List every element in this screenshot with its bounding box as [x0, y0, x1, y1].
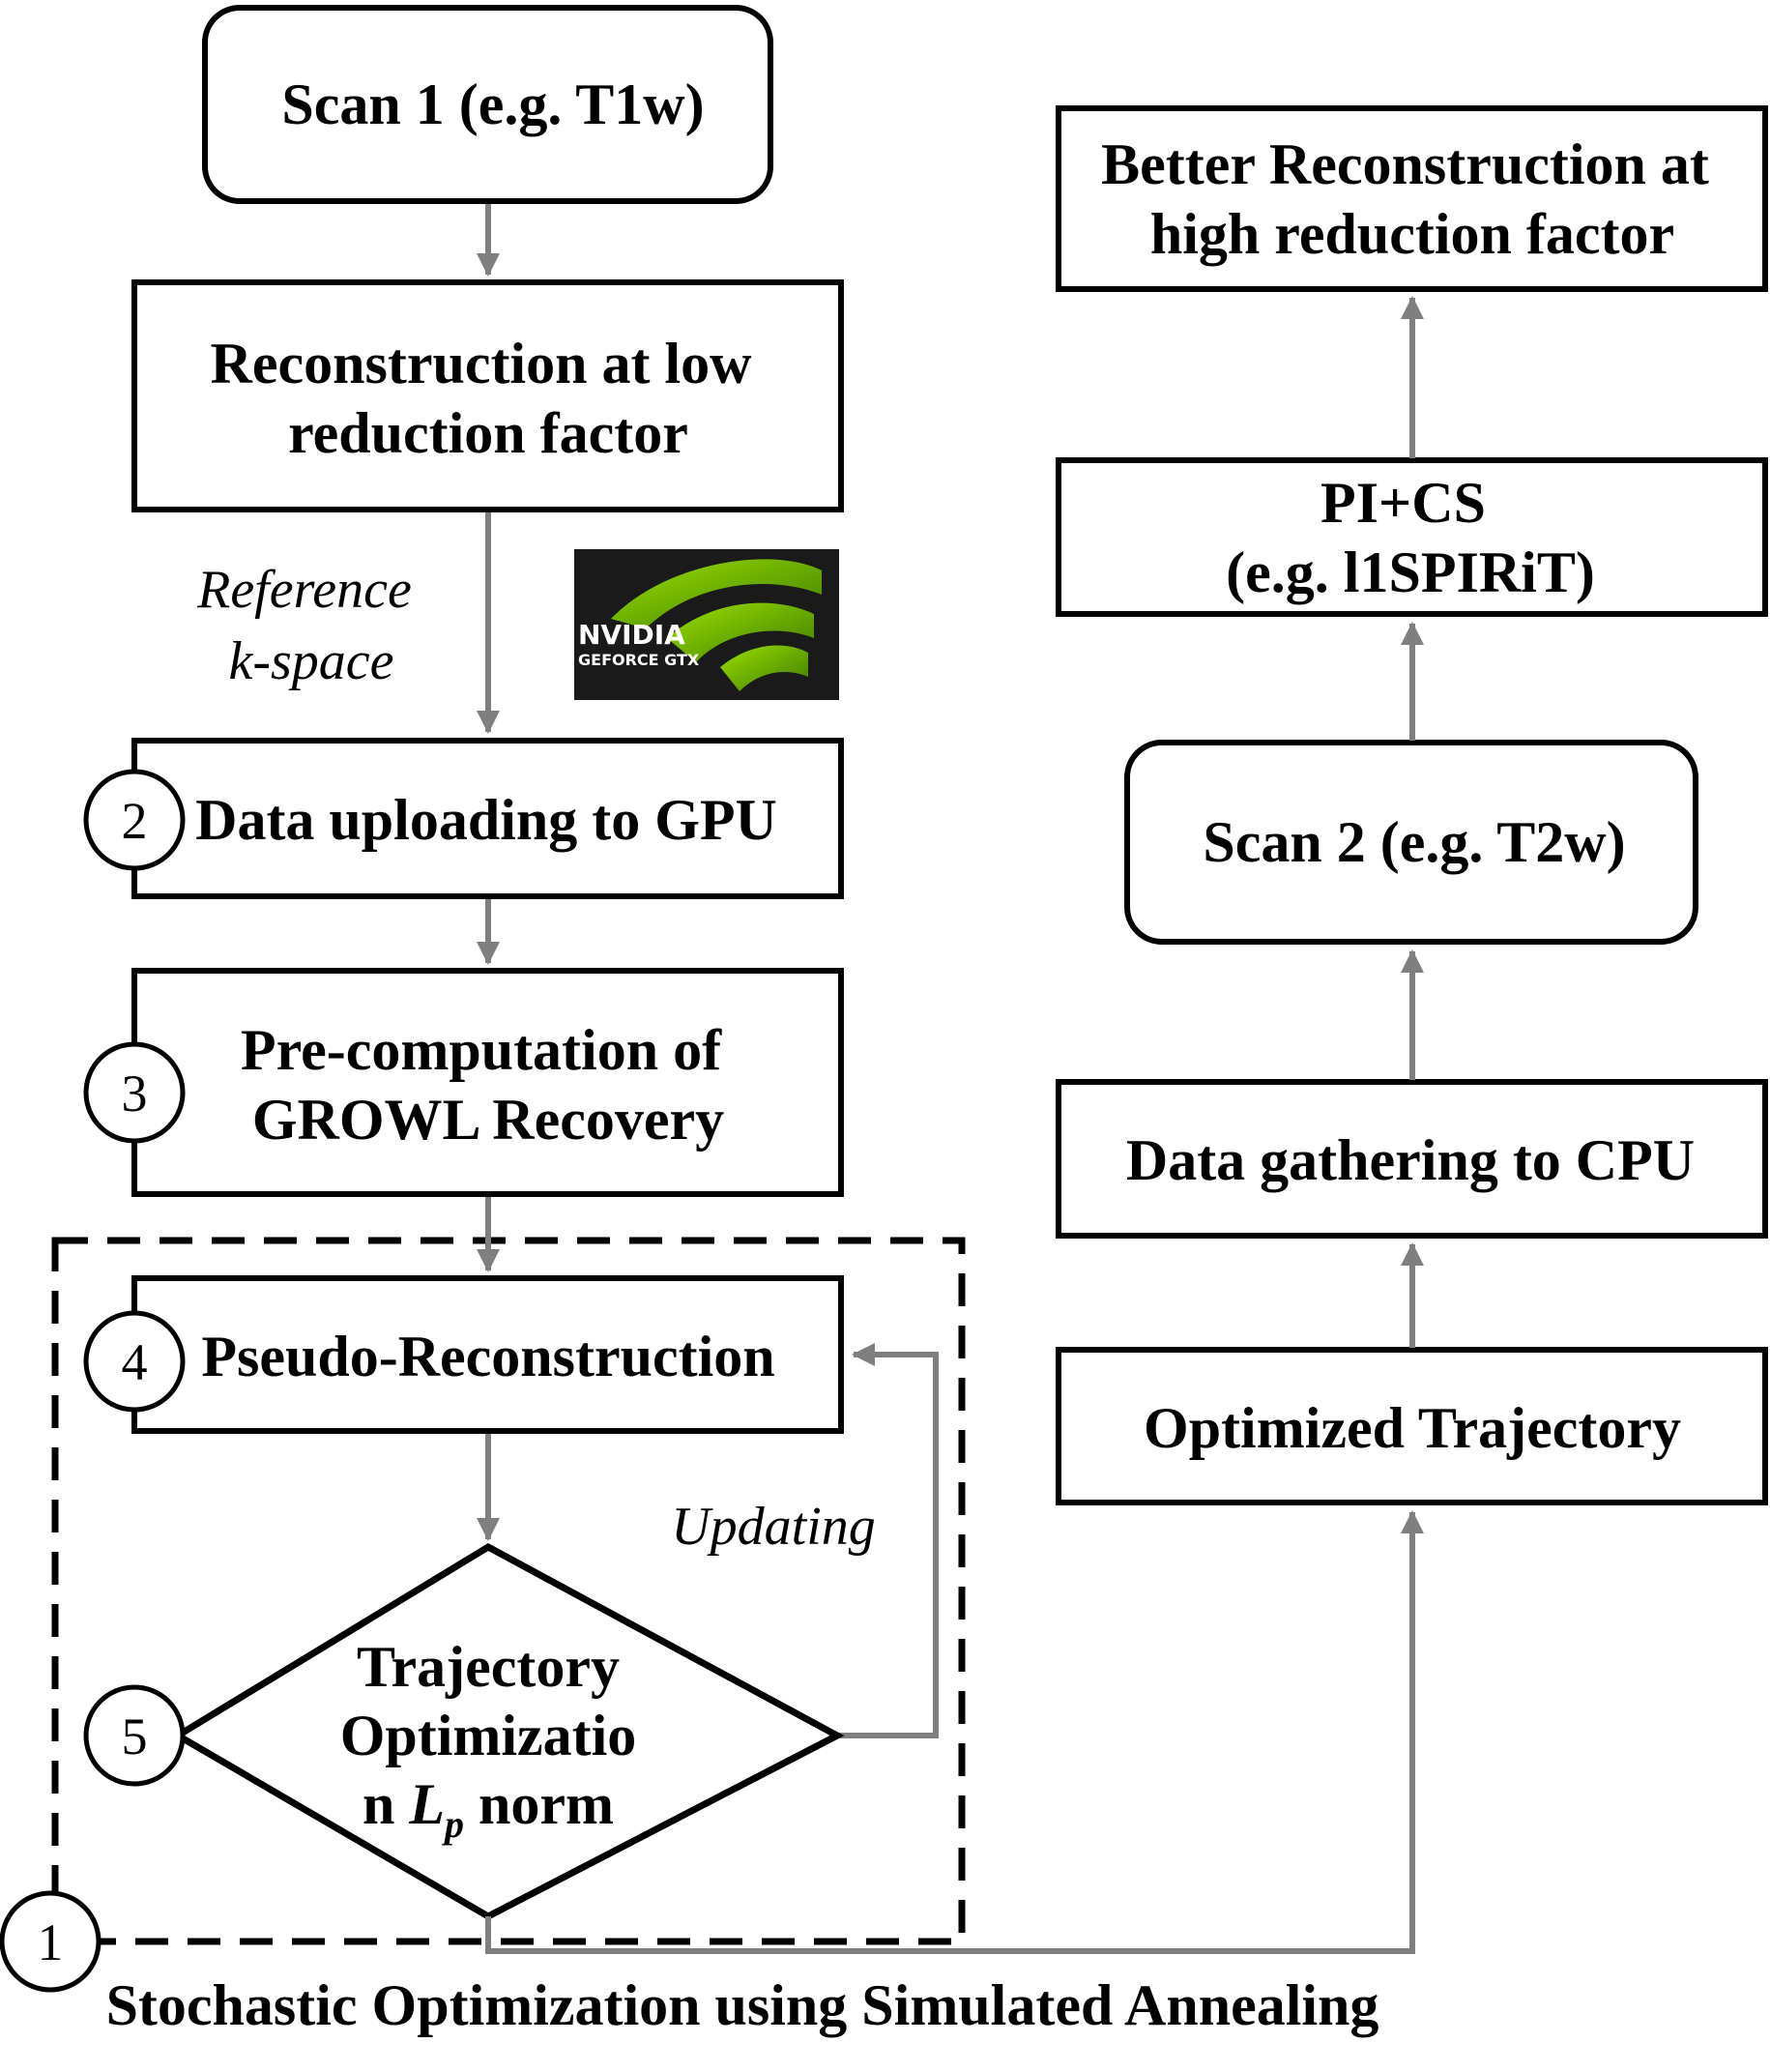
recon-low-label: Reconstruction at low reduction factor [211, 332, 767, 465]
reference-kspace-label: Reference k-space [196, 560, 425, 691]
geforce-product: GEFORCE GTX [578, 651, 700, 669]
data-gather-label: Data gathering to CPU [1126, 1128, 1695, 1192]
step-3-number: 3 [122, 1065, 148, 1123]
updating-label: Updating [671, 1497, 876, 1557]
recon-low-box [131, 279, 844, 512]
pics-box [1056, 457, 1768, 617]
scan2-box [1124, 740, 1698, 945]
nvidia-geforce-logo: NVIDIA GEFORCE GTX [574, 549, 839, 700]
precompute-line1: Pre-computation of [241, 1018, 722, 1082]
arrow-updating-loop [837, 1343, 939, 1738]
recon-low-line1: Reconstruction at low [211, 332, 753, 395]
optimized-trajectory-label: Optimized Trajectory [1144, 1396, 1681, 1460]
step-4-badge [83, 1310, 186, 1413]
scan1-label: Scan 1 (e.g. T1w) [281, 73, 704, 136]
traj-opt-L: L [408, 1772, 445, 1836]
traj-opt-line1: Trajectory [357, 1635, 620, 1699]
scan2-label: Scan 2 (e.g. T2w) [1203, 810, 1625, 874]
step-3-badge [83, 1041, 186, 1144]
step-5-number: 5 [122, 1707, 148, 1766]
reference-label-line1: Reference [196, 560, 412, 620]
data-upload-box [131, 738, 844, 899]
better-recon-line2: high reduction factor [1150, 202, 1674, 266]
step-1-number: 1 [38, 1913, 64, 1971]
step-4-number: 4 [122, 1333, 148, 1391]
better-recon-label: Better Reconstruction at high reduction … [1101, 132, 1724, 266]
pics-line1: PI+CS [1320, 471, 1486, 535]
precompute-label: Pre-computation of GROWL Recovery [241, 1018, 736, 1152]
simulated-annealing-region [51, 1237, 966, 1945]
traj-opt-line3: n Lp norm [363, 1772, 614, 1846]
traj-opt-line2: Optimizatio [340, 1704, 637, 1767]
simulated-annealing-caption: Stochastic Optimization using Simulated … [106, 1973, 1379, 2037]
nvidia-brand: NVIDIA [578, 619, 685, 651]
traj-opt-norm: norm [464, 1772, 614, 1836]
step-2-badge [83, 769, 186, 871]
recon-low-line2: reduction factor [288, 401, 688, 465]
precompute-box [131, 968, 844, 1197]
step-1-badge [0, 1890, 102, 1993]
pics-label: PI+CS (e.g. l1SPIRiT) [1226, 471, 1595, 604]
pics-line2: (e.g. l1SPIRiT) [1226, 540, 1595, 604]
pseudo-recon-box [131, 1275, 844, 1434]
pseudo-recon-label: Pseudo-Reconstruction [201, 1325, 774, 1388]
data-gather-box [1056, 1079, 1768, 1239]
data-upload-label: Data uploading to GPU [195, 788, 777, 852]
reference-label-line2: k-space [228, 631, 393, 691]
precompute-line2: GROWL Recovery [252, 1088, 724, 1152]
better-recon-line1: Better Reconstruction at [1101, 132, 1709, 196]
step-5-badge [83, 1684, 186, 1787]
arrow-trajectory-to-optimized [485, 1510, 1424, 1954]
traj-opt-p-subscript: p [442, 1802, 464, 1846]
better-recon-box [1056, 105, 1768, 292]
traj-opt-n: n [363, 1772, 409, 1836]
step-2-number: 2 [122, 792, 148, 850]
scan1-box [202, 5, 773, 204]
optimized-trajectory-box [1056, 1347, 1768, 1505]
